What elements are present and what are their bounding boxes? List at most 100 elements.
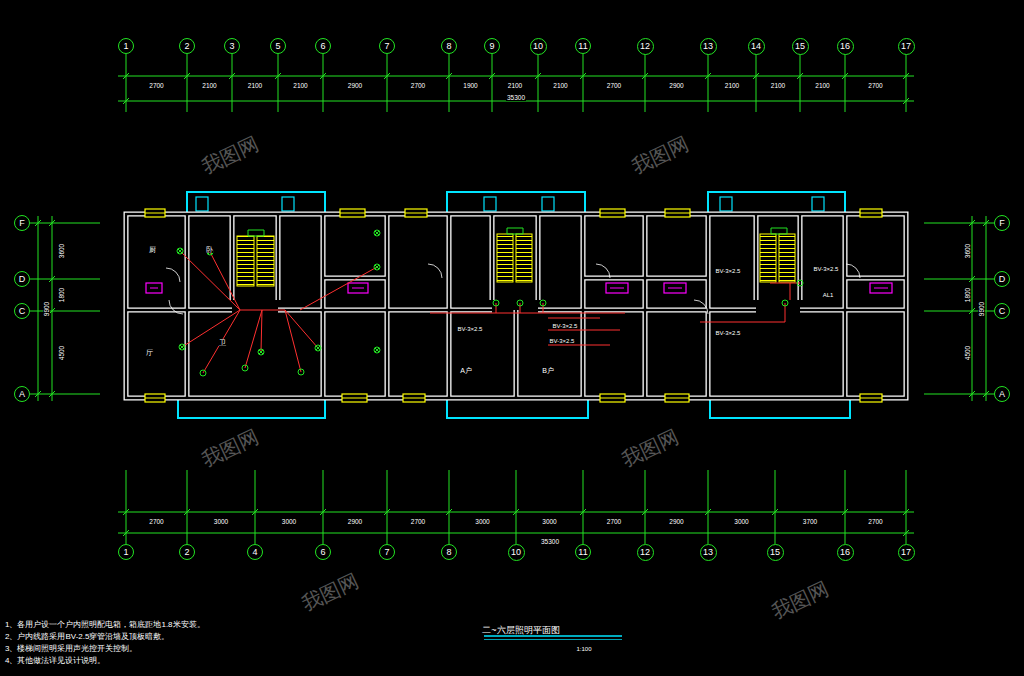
axis-bubble: 17 [898, 38, 915, 55]
dimension-text: 3600 [50, 243, 68, 259]
axis-label: 15 [770, 548, 780, 557]
room-label: 厨 [148, 238, 157, 256]
dimension-text: 2100 [507, 82, 523, 89]
dimension-text: 3000 [213, 518, 229, 525]
note-text: 4、其他做法详见设计说明。 [4, 649, 106, 667]
room-label: 卫 [218, 331, 227, 349]
axis-bubble: 13 [700, 38, 717, 55]
dimension-text: 2900 [347, 74, 363, 92]
dimension-text: 2100 [201, 74, 217, 92]
watermark: 我图网 [197, 132, 262, 178]
dimension-text: 2100 [770, 74, 786, 92]
dimension-text: 3000 [474, 518, 490, 525]
axis-label: 1 [123, 42, 128, 51]
dimension-text: 1800 [964, 287, 971, 303]
axis-label: 6 [320, 548, 325, 557]
dimension-text: 2100 [724, 74, 740, 92]
axis-bubble: C [994, 303, 1010, 319]
circuit-annotation: BV-3×2.5 [549, 329, 576, 347]
watermark: 我图网 [627, 132, 692, 178]
axis-bubble: 13 [700, 544, 717, 561]
note-text: 2、户内线路采用BV-2.5穿管沿墙及顶板暗敷。 [4, 632, 170, 641]
dimension-text: 2900 [668, 74, 684, 92]
room-label: 厨 [148, 246, 157, 253]
axis-bubble: 2 [179, 544, 195, 560]
scale-text: 1:100 [575, 646, 592, 652]
lamp-symbols [177, 230, 803, 376]
dimension-text: 2700 [410, 518, 426, 525]
note-text: 3、楼梯间照明采用声光控开关控制。 [4, 644, 138, 653]
room-label: 厅 [145, 341, 154, 359]
dimension-text: 2900 [668, 518, 684, 525]
dimension-text: 2100 [292, 82, 308, 89]
axis-label: 15 [795, 42, 805, 51]
axis-label: A [999, 390, 1005, 399]
dimension-text: 2700 [410, 74, 426, 92]
dimension-text: 3700 [802, 510, 818, 528]
axis-label: 1 [123, 548, 128, 557]
axis-label: 5 [275, 42, 280, 51]
axis-label: 6 [320, 42, 325, 51]
circuit-annotation: BV-3×2.5 [715, 321, 742, 339]
axis-label: 11 [578, 548, 587, 557]
axis-label: 16 [840, 548, 850, 557]
axis-label: A [19, 390, 25, 399]
note-text: 2、户内线路采用BV-2.5穿管沿墙及顶板暗敷。 [4, 625, 170, 643]
dimension-text: 35300 [540, 530, 560, 548]
circuit-annotation: BV-3×2.5 [552, 323, 579, 329]
note-text: 1、各用户设一个户内照明配电箱，箱底距地1.8米安装。 [4, 613, 206, 631]
axis-label: 8 [446, 42, 451, 51]
dimension-text: 3000 [281, 510, 297, 528]
axis-bubble: A [994, 386, 1010, 402]
dimension-text: 1800 [956, 287, 974, 303]
dimension-lines [30, 54, 994, 544]
dimension-text: 2700 [606, 82, 622, 89]
dimension-text: 2700 [867, 74, 883, 92]
dimension-text: 2700 [867, 82, 883, 89]
scale-text: 1:100 [575, 637, 592, 655]
dimension-text: 3000 [213, 510, 229, 528]
circuit-annotation: BV-3×2.5 [457, 317, 484, 335]
dimension-text: 2700 [410, 82, 426, 89]
axis-bubble: 15 [767, 544, 784, 561]
dimension-text: 3600 [58, 243, 65, 259]
axis-bubble: 8 [441, 38, 457, 54]
axis-label: 10 [533, 42, 543, 51]
axis-bubble: 9 [484, 38, 500, 54]
dimension-text: 2100 [814, 74, 830, 92]
axis-bubble: D [14, 271, 30, 287]
dimension-text: 1900 [462, 74, 478, 92]
axis-label: 17 [901, 42, 911, 51]
axis-label: 13 [703, 548, 713, 557]
dimension-text: 9900 [35, 300, 53, 316]
circuit-annotation: BV-3×2.5 [813, 266, 840, 272]
axis-label: F [19, 219, 25, 228]
dimension-text: 9900 [43, 300, 50, 316]
watermark: 我图网 [197, 132, 262, 178]
axis-label: 17 [901, 548, 911, 557]
axis-bubble: 14 [748, 38, 765, 55]
room-label: A户 [459, 367, 473, 374]
walls [126, 214, 906, 398]
distribution-boxes [146, 283, 892, 293]
dimension-text: 2100 [770, 82, 786, 89]
circuit-annotation: AL1 [822, 283, 835, 301]
axis-bubble: 3 [224, 38, 240, 54]
axis-label: 3 [229, 42, 234, 51]
watermark: 我图网 [617, 425, 682, 471]
dimension-text: 2700 [148, 510, 164, 528]
dimension-text: 1800 [58, 287, 65, 303]
watermark: 我图网 [627, 132, 692, 178]
dimension-text: 2900 [347, 518, 363, 525]
circuit-annotation: BV-3×2.5 [552, 314, 579, 332]
title-underline [484, 636, 622, 640]
dimension-text: 3000 [733, 510, 749, 528]
dimension-text: 2900 [668, 82, 684, 89]
dimension-text: 2100 [552, 82, 568, 89]
axis-bubble: 10 [530, 38, 547, 55]
watermark: 我图网 [767, 577, 832, 623]
axis-bubble: F [14, 215, 30, 231]
axis-label: 12 [640, 548, 650, 557]
dimension-text: 9900 [978, 300, 985, 316]
